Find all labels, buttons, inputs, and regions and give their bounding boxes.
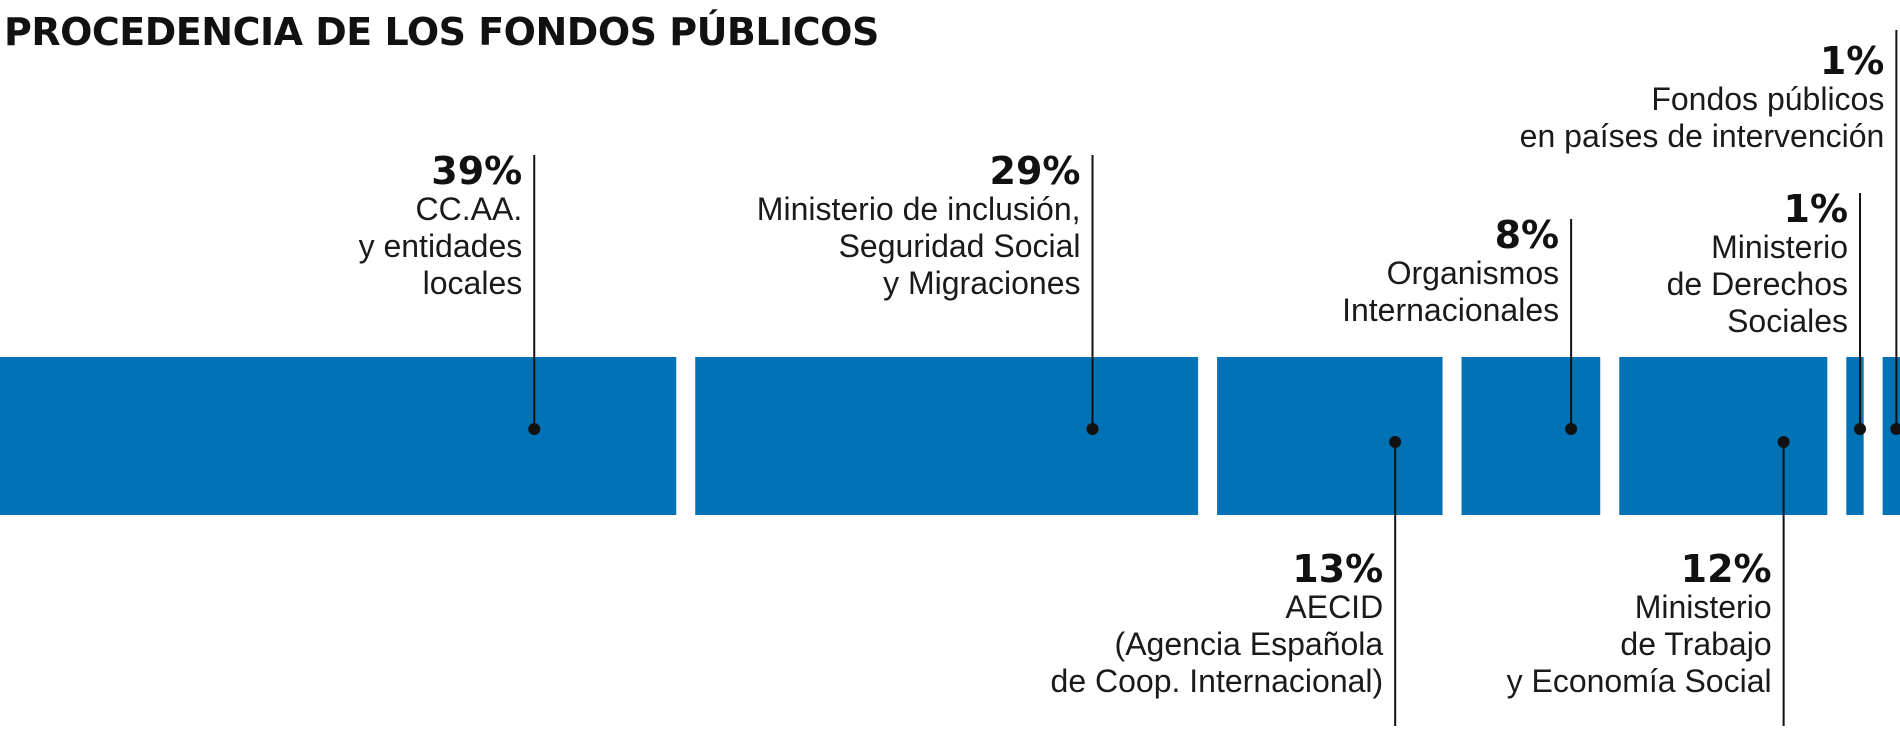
category-label-ccaa-line-1: CC.AA. xyxy=(416,191,523,227)
category-label-organismos-internacionales-line-2: Internacionales xyxy=(1342,292,1559,328)
category-label-ministerio-inclusion-line-1: Ministerio de inclusión, xyxy=(757,191,1081,227)
category-label-ccaa-line-3: locales xyxy=(423,265,523,301)
category-label-fondos-paises-intervencion-line-1: Fondos públicos xyxy=(1651,81,1884,117)
category-label-ministerio-trabajo-line-2: de Trabajo xyxy=(1620,626,1771,662)
leader-dot-ministerio-inclusion xyxy=(1086,423,1099,435)
bar-segment-aecid xyxy=(1217,357,1443,515)
bar-segment-organismos-internacionales xyxy=(1461,357,1601,515)
category-label-aecid-line-3: de Coop. Internacional) xyxy=(1051,663,1384,699)
leader-dot-ccaa xyxy=(528,423,541,435)
value-label-organismos-internacionales: 8% xyxy=(1495,213,1560,257)
value-label-ministerio-derechos-sociales: 1% xyxy=(1784,187,1849,231)
category-label-ministerio-derechos-sociales-line-2: de Derechos xyxy=(1667,266,1848,302)
value-label-fondos-paises-intervencion: 1% xyxy=(1820,39,1885,83)
leader-dot-aecid xyxy=(1389,436,1402,448)
bar-segment-fondos-paises-intervencion xyxy=(1882,357,1900,515)
leader-dot-ministerio-trabajo xyxy=(1777,436,1790,448)
leader-lines xyxy=(528,30,1900,726)
value-label-ccaa: 39% xyxy=(431,149,522,193)
bar-segment-ccaa xyxy=(0,357,677,515)
category-label-aecid-line-1: AECID xyxy=(1285,589,1383,625)
bar-segment-ministerio-trabajo xyxy=(1619,357,1828,515)
category-label-ministerio-derechos-sociales-line-3: Sociales xyxy=(1727,303,1848,339)
value-label-ministerio-inclusion: 29% xyxy=(990,149,1081,193)
bar-segment-ministerio-derechos-sociales xyxy=(1846,357,1864,515)
category-label-ministerio-derechos-sociales-line-1: Ministerio xyxy=(1711,229,1848,265)
value-label-aecid: 13% xyxy=(1292,547,1383,591)
leader-dot-organismos-internacionales xyxy=(1565,423,1578,435)
category-label-fondos-paises-intervencion-line-2: en países de intervención xyxy=(1520,118,1885,154)
category-label-ministerio-inclusion-line-2: Seguridad Social xyxy=(839,228,1081,264)
category-label-organismos-internacionales-line-1: Organismos xyxy=(1387,255,1560,291)
segment-labels: 39%CC.AA.y entidadeslocales29%Ministerio… xyxy=(359,39,1885,699)
category-label-ministerio-trabajo-line-1: Ministerio xyxy=(1635,589,1772,625)
category-label-ccaa-line-2: y entidades xyxy=(359,228,523,264)
chart-title: PROCEDENCIA DE LOS FONDOS PÚBLICOS xyxy=(4,10,879,54)
category-label-ministerio-inclusion-line-3: y Migraciones xyxy=(883,265,1080,301)
leader-dot-ministerio-derechos-sociales xyxy=(1854,423,1867,435)
bar-segments xyxy=(0,357,1900,515)
bar-segment-ministerio-inclusion xyxy=(695,357,1199,515)
category-label-ministerio-trabajo-line-3: y Economía Social xyxy=(1507,663,1772,699)
leader-dot-fondos-paises-intervencion xyxy=(1890,423,1900,435)
category-label-aecid-line-2: (Agencia Española xyxy=(1115,626,1384,662)
value-label-ministerio-trabajo: 12% xyxy=(1681,547,1772,591)
